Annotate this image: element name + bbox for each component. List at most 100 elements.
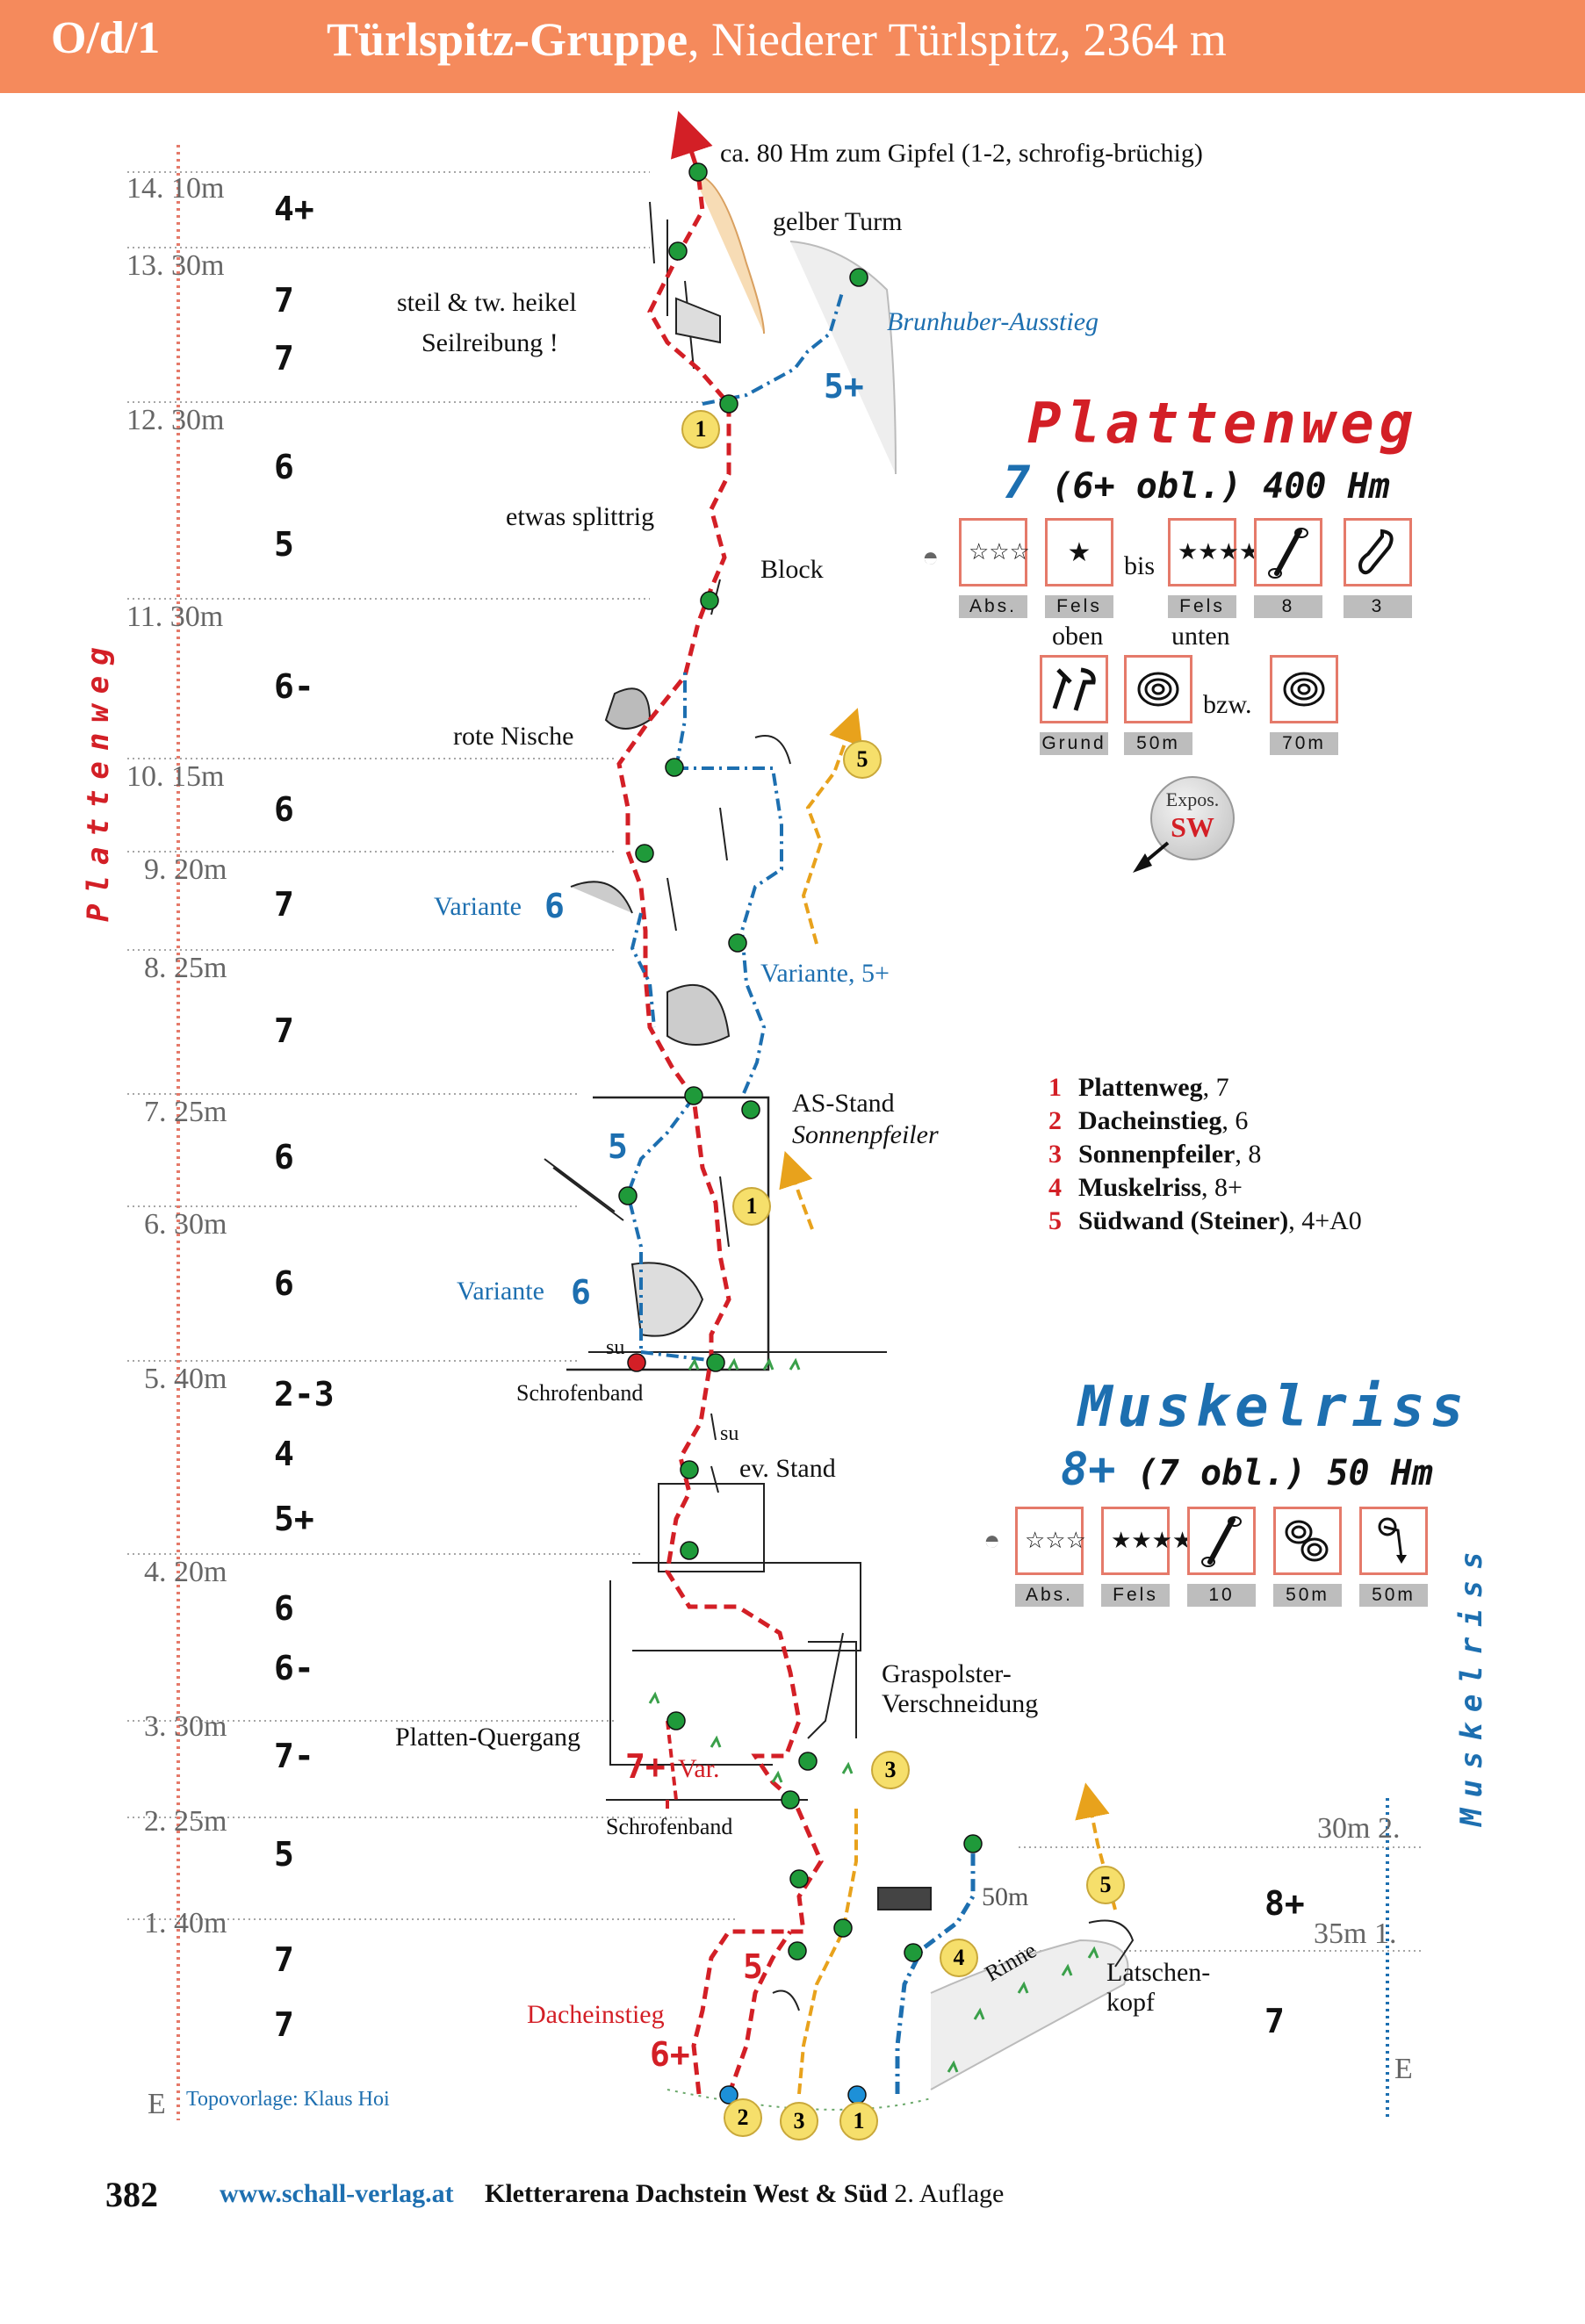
icon-slings <box>1344 518 1412 586</box>
label-splittrig: etwas splittrig <box>506 502 655 531</box>
legend-num: 4 <box>1048 1173 1062 1202</box>
left-ruler <box>127 145 738 2120</box>
caption-fels-oben: Fels <box>1045 595 1113 618</box>
route-variante-5plus <box>676 766 783 1098</box>
legend-num: 3 <box>1048 1140 1062 1169</box>
page-number: 382 <box>105 2175 158 2214</box>
muskelriss-pitch-2-grade: 8+ <box>1264 1884 1305 1923</box>
label-ev-stand: ev. Stand <box>739 1454 836 1483</box>
pitch-12-grade-a: 6 <box>274 448 294 486</box>
pitch-11-grade: 6- <box>274 667 314 706</box>
icon-rope-50 <box>1124 655 1192 723</box>
label-bzw: bzw. <box>1203 690 1252 719</box>
route-marker-5-upper: 5 <box>843 740 882 779</box>
label-unten: unten <box>1171 622 1230 651</box>
legend-name: Dacheinstieg <box>1078 1106 1222 1135</box>
route-sonnenpfeiler-line <box>797 1809 858 2095</box>
grade-5-blue: 5 <box>608 1127 628 1166</box>
caption-grund: Grund <box>1040 732 1108 755</box>
legend-num: 2 <box>1048 1106 1062 1135</box>
legend-grade: , 4+A0 <box>1288 1206 1362 1235</box>
pitch-6-label: 6. 30m <box>144 1208 227 1241</box>
label-brunhuber: Brunhuber-Ausstieg <box>887 307 1099 336</box>
legend-num: 5 <box>1048 1206 1062 1235</box>
pitch-5-grade-b: 4 <box>274 1435 294 1473</box>
route-marker-5-lower: 5 <box>1086 1866 1125 1904</box>
muskelriss-obl: (7 obl.) <box>1136 1453 1307 1493</box>
pitch-13-grade-a: 7 <box>274 281 294 320</box>
right-ruler <box>1019 1798 1423 2120</box>
pitch-12-label: 12. 30m <box>126 404 225 436</box>
pitch-3-grade: 7- <box>274 1737 314 1775</box>
pitch-13-label: 13. 30m <box>126 249 225 282</box>
muskelriss-title: Muskelriss <box>1078 1375 1470 1440</box>
pitch-3-label: 3. 30m <box>144 1710 227 1743</box>
legend-num: 1 <box>1048 1073 1062 1102</box>
label-gelber-turm: gelber Turm <box>773 207 903 236</box>
route-marker-1-upper: 1 <box>681 410 720 449</box>
start-marker-2: 2 <box>724 2098 762 2137</box>
route-variante-6b <box>640 1350 717 1363</box>
muskelriss-subtitle: 8+ (7 obl.) 50 Hm <box>1061 1443 1433 1496</box>
muskelriss-height: 50 Hm <box>1327 1453 1433 1493</box>
caption-slings: 3 <box>1344 595 1412 618</box>
mr-caption-quickdraws: 10 <box>1187 1584 1256 1607</box>
pitch-5-grade-c: 5+ <box>274 1500 314 1538</box>
variante-6-upper-grade: 6 <box>544 887 565 925</box>
mr-icon-quickdraws <box>1187 1507 1256 1575</box>
pitch-5-grade-a: 2-3 <box>274 1375 335 1414</box>
exposure-value: SW <box>1171 811 1214 843</box>
page-title: Türlspitz-Gruppe, Niederer Türlspitz, 23… <box>327 12 1227 67</box>
label-bis: bis <box>1124 551 1156 580</box>
icon-abs-stars: ☆☆☆ <box>959 518 1030 586</box>
muskelriss-grade: 8+ <box>1061 1443 1116 1496</box>
dacheinstieg-grade-5: 5 <box>743 1947 763 1986</box>
label-steil-2: Seilreibung ! <box>421 328 558 357</box>
quickdraw-icon <box>1201 1516 1242 1567</box>
label-latschen-2: kopf <box>1106 1988 1155 2017</box>
belay-stations <box>618 162 983 1962</box>
publisher-link[interactable]: www.schall-verlag.at <box>220 2179 454 2208</box>
muskelriss-pitch-2-label: 30m 2. <box>1317 1812 1401 1845</box>
muskelriss-vertical-label: Muskelriss <box>1454 1541 1489 1826</box>
muskelriss-pitch-1-label: 35m 1. <box>1314 1917 1397 1950</box>
route-variante-red <box>666 1720 678 1809</box>
plattenweg-vertical-label: Plattenweg <box>81 637 116 922</box>
pitch-2-grade: 5 <box>274 1835 294 1874</box>
legend-name: Sonnenpfeiler <box>1078 1140 1236 1169</box>
double-rope-icon <box>1285 1520 1329 1562</box>
route-marker-3: 3 <box>871 1751 910 1789</box>
route-brunhuber-line <box>702 289 845 406</box>
label-variante-6-upper: Variante <box>434 892 522 921</box>
plattenweg-grade: 7 <box>1003 457 1031 509</box>
legend-name: Muskelriss <box>1078 1173 1202 1202</box>
label-schrofenband-1: Schrofenband <box>516 1380 644 1406</box>
exposure-label: Expos. <box>1165 788 1220 810</box>
label-as-stand: AS-Stand <box>792 1089 895 1118</box>
label-variante-5plus: Variante, 5+ <box>760 959 890 988</box>
label-var: Var. <box>678 1754 720 1783</box>
rock-shoe-icon: ◓ <box>983 1524 1001 1556</box>
icon-tools <box>1040 655 1108 723</box>
pitch-10-grade: 6 <box>274 790 294 829</box>
start-blue-2 <box>847 2085 867 2105</box>
pitch-6-grade: 6 <box>274 1264 294 1303</box>
rock-shoe-icon: ◓ <box>922 541 940 572</box>
start-label-right: E <box>1394 2053 1413 2085</box>
mr-icon-double-rope <box>1273 1507 1342 1575</box>
plattenweg-subtitle: 7 (6+ obl.) 400 Hm <box>1003 457 1390 509</box>
label-50m: 50m <box>982 1882 1029 1911</box>
muskelriss-pitch-1-grade: 7 <box>1264 2002 1285 2040</box>
four-star-solid-icon: ★★★★ <box>1178 539 1260 565</box>
su-belay-red <box>627 1353 646 1372</box>
page-header: O/d/1 Türlspitz-Gruppe, Niederer Türlspi… <box>0 0 1585 93</box>
pitch-14-grade: 4+ <box>274 190 314 228</box>
title-group: Türlspitz-Gruppe <box>327 13 688 66</box>
pitch-5-label: 5. 40m <box>144 1363 227 1395</box>
exposure-badge: Expos. SW <box>1150 776 1235 860</box>
pitch-4-grade-a: 6 <box>274 1589 294 1628</box>
rope-icon <box>1283 672 1325 707</box>
mr-icon-abseil <box>1359 1507 1428 1575</box>
legend-name: Plattenweg <box>1078 1073 1203 1102</box>
